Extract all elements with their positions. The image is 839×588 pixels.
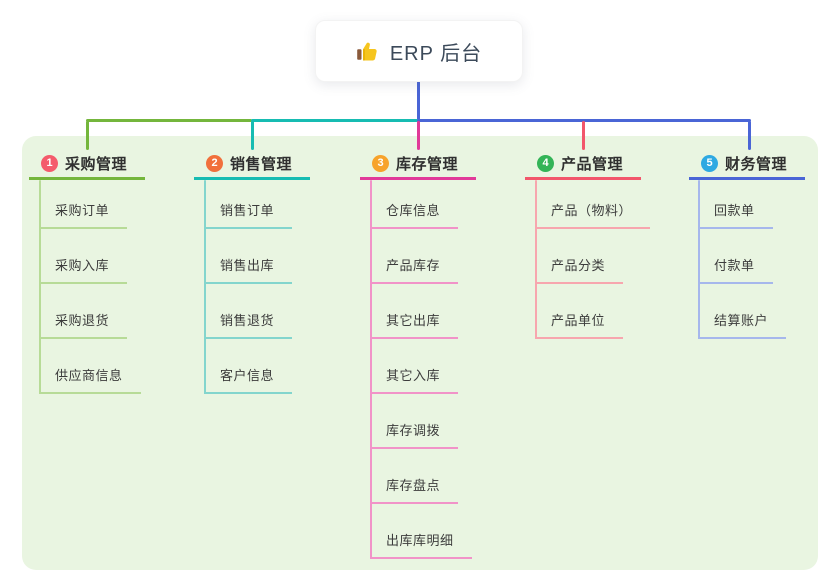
subtopic-node[interactable]: 客户信息 xyxy=(204,362,293,394)
branch-trunk-connector xyxy=(535,180,537,339)
thumbs-up-icon xyxy=(357,42,377,61)
stub-connector-product xyxy=(582,121,585,150)
subtopic-node[interactable]: 出库库明细 xyxy=(370,527,472,559)
subtopic-node[interactable]: 销售退货 xyxy=(204,307,293,339)
branch-trunk-connector xyxy=(39,180,41,394)
branch-header-inventory-management[interactable]: 3 库存管理 xyxy=(360,149,476,180)
subtopic-node[interactable]: 采购入库 xyxy=(39,252,128,284)
branch-number-badge: 5 xyxy=(701,154,718,172)
branch-trunk-connector xyxy=(370,180,372,559)
branch-trunk-connector xyxy=(698,180,700,339)
branch-label: 库存管理 xyxy=(396,155,459,173)
connector-bus-segment-finance xyxy=(417,119,751,122)
subtopic-node[interactable]: 销售出库 xyxy=(204,252,293,284)
subtopic-node[interactable]: 其它出库 xyxy=(370,307,459,339)
branches-panel xyxy=(22,136,818,570)
branch-number-badge: 1 xyxy=(41,154,58,172)
subtopic-node[interactable]: 产品单位 xyxy=(535,307,624,339)
subtopic-node[interactable]: 库存盘点 xyxy=(370,472,459,504)
branch-label: 产品管理 xyxy=(561,155,624,173)
branch-label: 财务管理 xyxy=(725,155,788,173)
subtopic-node[interactable]: 产品库存 xyxy=(370,252,459,284)
branch-header-product-management[interactable]: 4 产品管理 xyxy=(525,149,641,180)
subtopic-node[interactable]: 产品分类 xyxy=(535,252,624,284)
branch-header-finance-management[interactable]: 5 财务管理 xyxy=(689,149,805,180)
stub-connector-inventory xyxy=(417,121,420,150)
branch-label: 采购管理 xyxy=(65,155,128,173)
subtopic-node[interactable]: 仓库信息 xyxy=(370,197,459,229)
subtopic-node[interactable]: 供应商信息 xyxy=(39,362,141,394)
subtopic-node[interactable]: 采购退货 xyxy=(39,307,128,339)
subtopic-node[interactable]: 结算账户 xyxy=(698,307,787,339)
root-stem-connector xyxy=(417,81,420,120)
branch-header-purchase-management[interactable]: 1 采购管理 xyxy=(29,149,145,180)
subtopic-node[interactable]: 销售订单 xyxy=(204,197,293,229)
root-label: ERP 后台 xyxy=(389,42,483,65)
subtopic-node[interactable]: 其它入库 xyxy=(370,362,459,394)
stub-connector-finance xyxy=(748,121,751,150)
branch-trunk-connector xyxy=(204,180,206,394)
subtopic-node[interactable]: 库存调拨 xyxy=(370,417,459,449)
branch-label: 销售管理 xyxy=(230,155,293,173)
subtopic-node[interactable]: 付款单 xyxy=(698,252,773,284)
subtopic-node[interactable]: 回款单 xyxy=(698,197,773,229)
subtopic-node[interactable]: 采购订单 xyxy=(39,197,128,229)
stub-connector-sales xyxy=(251,121,254,150)
connector-bus-segment-sales xyxy=(251,119,418,122)
branch-number-badge: 3 xyxy=(372,154,389,172)
branch-header-sales-management[interactable]: 2 销售管理 xyxy=(194,149,310,180)
branch-number-badge: 2 xyxy=(206,154,223,172)
stub-connector-purchase xyxy=(86,121,89,150)
root-node[interactable]: ERP 后台 xyxy=(315,20,523,82)
subtopic-node[interactable]: 产品（物料） xyxy=(535,197,651,229)
connector-bus-segment-purchase xyxy=(86,119,252,122)
branch-number-badge: 4 xyxy=(537,154,554,172)
